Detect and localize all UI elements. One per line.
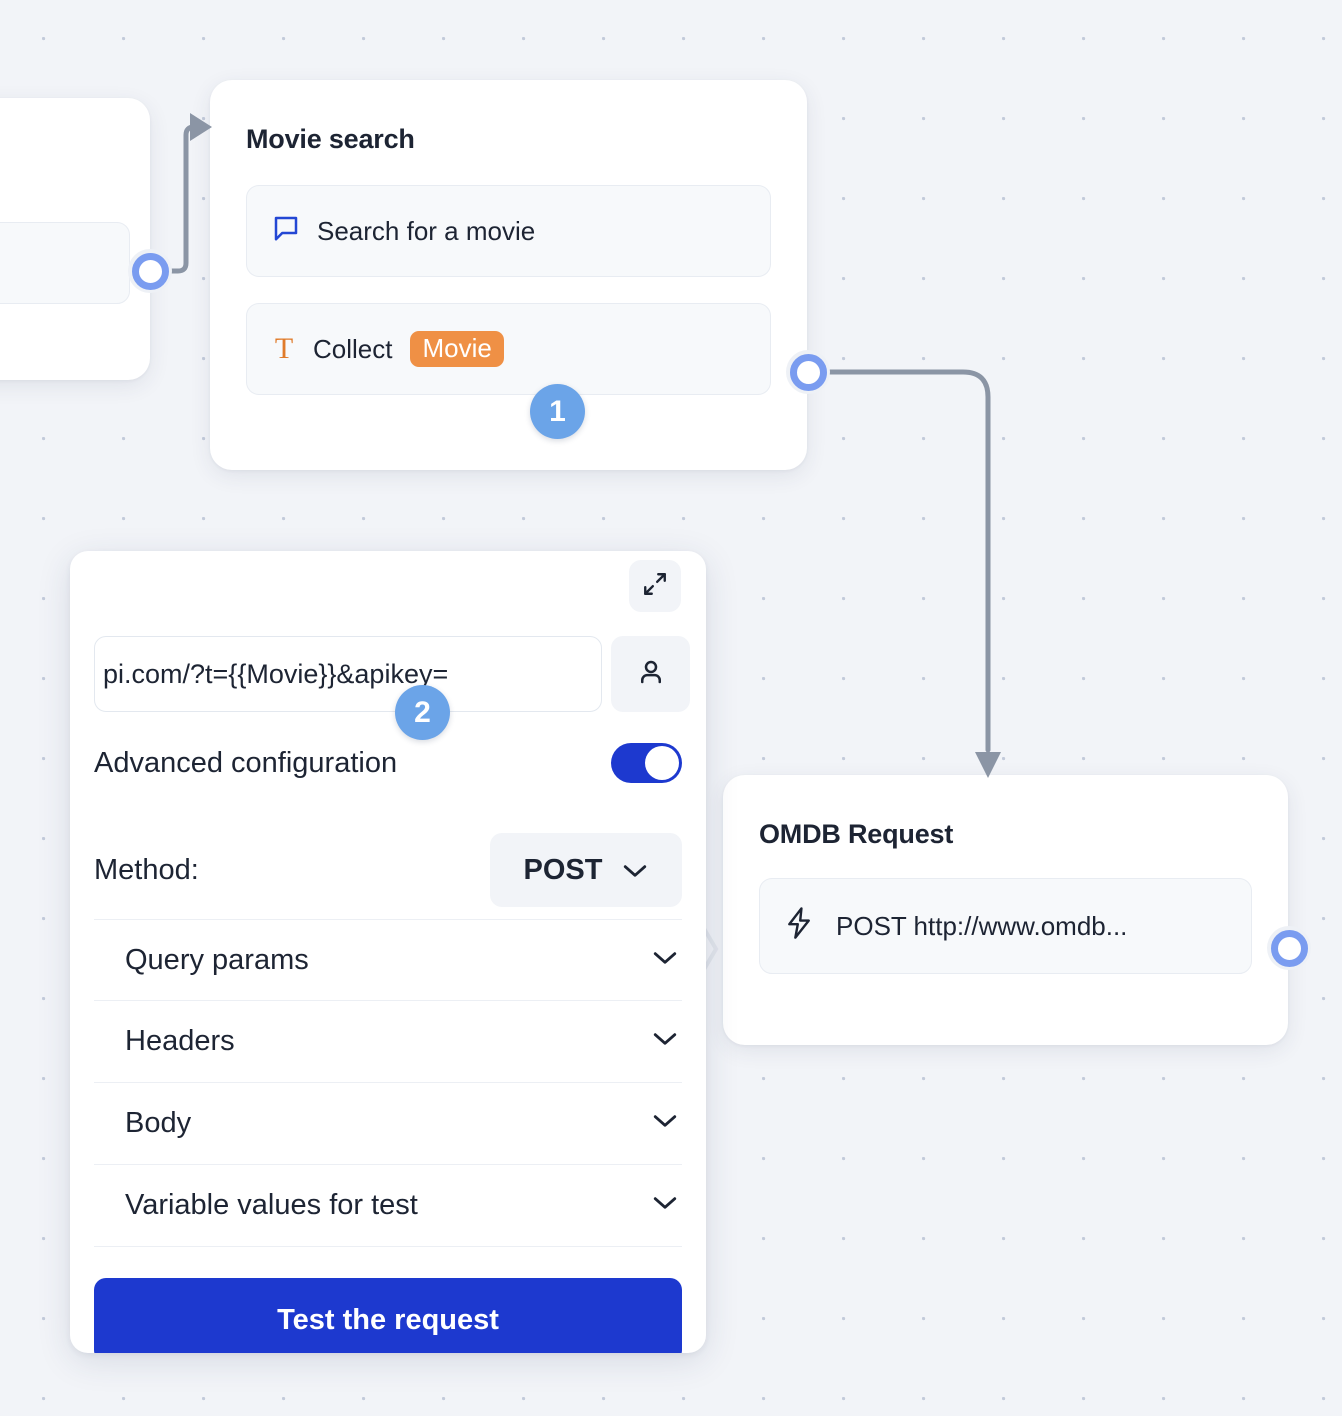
test-the-request-button[interactable]: Test the request <box>94 1278 682 1353</box>
node-card-partial[interactable] <box>0 98 150 380</box>
step-badge-2: 2 <box>395 685 450 740</box>
person-icon <box>636 657 666 692</box>
advanced-configuration-label: Advanced configuration <box>94 746 398 779</box>
variable-chip-movie[interactable]: Movie <box>410 331 504 367</box>
accordion-item-variable-values-for-test[interactable]: Variable values for test <box>94 1165 682 1247</box>
node-row-search-for-a-movie[interactable]: Search for a movie <box>246 185 771 277</box>
node-title-omdb-request: OMDB Request <box>759 819 954 849</box>
connection-port-movie-search-output[interactable] <box>786 350 830 394</box>
accordion-label: Body <box>125 1107 192 1139</box>
connection-port-omdb-output[interactable] <box>1267 926 1311 970</box>
connection-port-left-node[interactable] <box>128 249 172 293</box>
method-value: POST <box>523 853 603 886</box>
request-config-panel[interactable]: pi.com/?t={{Movie}}&apikey= Advanced con… <box>70 551 706 1353</box>
accordion-label: Variable values for test <box>125 1189 418 1221</box>
node-row-label: POST http://www.omdb... <box>836 910 1128 941</box>
accordion-label: Headers <box>125 1025 235 1057</box>
accordion-item-query-params[interactable]: Query params <box>94 919 682 1001</box>
chat-bubble-icon <box>271 213 301 250</box>
node-card-omdb-request[interactable]: OMDB Request POST http://www.omdb... <box>723 775 1288 1045</box>
expand-diagonal-icon <box>642 571 668 602</box>
url-field-group[interactable]: pi.com/?t={{Movie}}&apikey= <box>94 636 690 712</box>
chevron-down-icon[interactable] <box>652 950 678 971</box>
advanced-configuration-toggle[interactable] <box>611 743 682 783</box>
chevron-down-icon[interactable] <box>652 1195 678 1216</box>
text-variable-icon: T <box>274 332 294 365</box>
step-badge-1: 1 <box>530 384 585 439</box>
accordion-label: Query params <box>125 943 309 976</box>
node-title-movie-search: Movie search <box>246 124 415 154</box>
user-credentials-button[interactable] <box>611 636 690 712</box>
chevron-down-icon <box>622 854 648 887</box>
node-row-post-request[interactable]: POST http://www.omdb... <box>759 878 1252 974</box>
node-row-partial[interactable] <box>0 222 130 304</box>
config-accordion: Query params Headers Body <box>94 919 682 1247</box>
chevron-down-icon[interactable] <box>652 1113 678 1134</box>
request-url-input[interactable]: pi.com/?t={{Movie}}&apikey= <box>94 636 602 712</box>
accordion-item-body[interactable]: Body <box>94 1083 682 1165</box>
expand-panel-button[interactable] <box>629 560 681 612</box>
node-row-collect-movie[interactable]: T Collect Movie <box>246 303 771 395</box>
chevron-down-icon[interactable] <box>652 1031 678 1052</box>
node-card-movie-search[interactable]: Movie search Search for a movie T Collec… <box>210 80 807 470</box>
accordion-item-headers[interactable]: Headers <box>94 1001 682 1083</box>
method-select[interactable]: POST <box>490 833 682 907</box>
node-row-label: Search for a movie <box>317 215 536 246</box>
node-row-label: Collect <box>313 333 393 364</box>
method-row: Method: POST <box>94 833 682 907</box>
method-label: Method: <box>94 853 199 886</box>
lightning-bolt-icon <box>784 906 814 947</box>
advanced-configuration-row[interactable]: Advanced configuration <box>94 743 682 783</box>
